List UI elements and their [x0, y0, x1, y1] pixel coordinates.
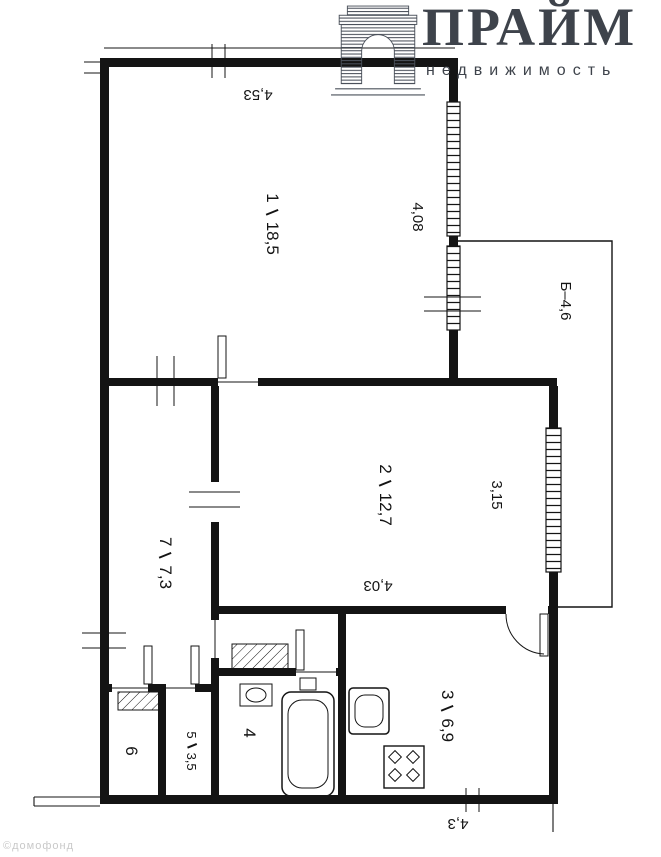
agency-logo: ПРАЙМ недвижимость [322, 0, 661, 102]
room-number: 1 [263, 193, 282, 203]
fraction-bar [158, 552, 172, 560]
dimension-room1-width: 4,53 [243, 86, 273, 104]
room-area: 12,7 [376, 492, 395, 526]
dimension-room1-depth: 4,08 [409, 202, 427, 232]
door-leaves [143, 335, 549, 685]
room-area: 6,9 [438, 718, 457, 743]
dimension-room2-depth: 3,15 [488, 480, 506, 510]
logo-brand-text: ПРАЙМ [422, 0, 638, 57]
balcony-outline [458, 240, 613, 608]
fraction-bar [187, 742, 197, 749]
room-6-label: 6 [116, 736, 146, 766]
bathtub [281, 677, 335, 797]
room-2-label: 2 12,7 [367, 455, 403, 535]
walls [100, 58, 558, 804]
room-3-label: 3 6,9 [429, 676, 465, 756]
door-thresholds [112, 381, 336, 689]
room-number: 2 [376, 464, 395, 474]
room-area: 3,5 [184, 752, 200, 771]
dimension-bottom: 4,3 [447, 815, 469, 833]
fraction-bar [265, 209, 279, 216]
room-area: 18,5 [263, 221, 282, 255]
vent-shafts [117, 643, 289, 711]
room-number: 3 [438, 689, 457, 700]
room-1-label: 1 18,5 [254, 184, 290, 264]
room-number: 6 [122, 746, 141, 756]
kitchen-sink [348, 687, 390, 735]
room-number: 4 [240, 728, 259, 738]
room-5-label: 5 3,5 [177, 721, 207, 781]
logo-tagline-text: недвижимость [426, 62, 618, 79]
washbasin [239, 683, 273, 707]
dimension-room2-width: 4,03 [363, 577, 393, 595]
fraction-bar [440, 705, 454, 713]
aux-lines [33, 47, 554, 832]
arch-icon [331, 5, 425, 96]
fraction-bar [378, 480, 392, 487]
room-number: 7 [156, 536, 175, 547]
room-4-label: 4 [234, 718, 264, 748]
watermark-text: ©домофонд [3, 840, 74, 852]
windows [446, 101, 562, 573]
dimension-balcony: Б–4,6 [557, 281, 575, 321]
stove [383, 745, 425, 789]
door-arc [505, 613, 545, 655]
room-area: 7,3 [156, 565, 175, 590]
room-7-label: 7 7,3 [147, 523, 183, 603]
room-number: 5 [184, 731, 200, 739]
section-ticks [82, 44, 481, 812]
